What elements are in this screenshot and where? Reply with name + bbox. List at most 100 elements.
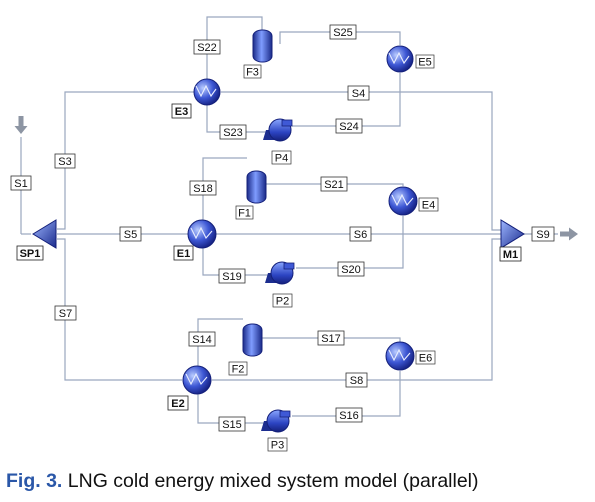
stream-line-s20 (296, 216, 404, 269)
unit-label-p3-box (267, 437, 288, 452)
stream-label-s21[interactable]: S21 (320, 176, 348, 192)
stream-label-s4-text: S4 (352, 88, 365, 100)
unit-label-e5-box (415, 54, 435, 69)
stream-lines (20, 16, 558, 424)
stream-label-s17-text: S17 (321, 333, 341, 345)
stream-line-s14 (197, 318, 243, 366)
mixer-m1[interactable] (500, 219, 525, 249)
stream-label-s19-text: S19 (222, 271, 242, 283)
stream-label-s1-text: S1 (14, 178, 27, 190)
process-flow-diagram: S1 S3 S4 S5 S6 S7 S8 S9 (10, 16, 578, 452)
unit-labels: SP1 M1 E3 E1 E2 E5 E4 E6 F3 F1 F2 P4 P2 … (16, 54, 522, 452)
unit-label-f1: F1 (238, 208, 251, 220)
stream-label-s23[interactable]: S23 (219, 124, 247, 140)
unit-label-e2-box (167, 395, 189, 411)
heat-exchanger-e6[interactable] (385, 341, 415, 371)
unit-label-f3-box (243, 64, 262, 79)
pump-p4[interactable] (263, 118, 293, 142)
stream-label-s9[interactable]: S9 (531, 226, 555, 242)
stream-label-s21-text: S21 (324, 179, 344, 191)
heat-exchanger-e1[interactable] (187, 219, 217, 249)
stream-label-s24[interactable]: S24 (335, 118, 363, 134)
stream-label-s22-text: S22 (197, 42, 217, 54)
stream-label-s8-text: S8 (350, 375, 363, 387)
heat-exchanger-e3[interactable] (193, 78, 221, 106)
unit-label-e1-box (173, 245, 194, 261)
stream-label-s7-text: S7 (59, 308, 72, 320)
stream-label-s3[interactable]: S3 (54, 153, 76, 169)
stream-label-s18-text: S18 (193, 183, 213, 195)
figure-caption-label: Fig. 3. (6, 470, 63, 492)
unit-label-e5: E5 (418, 57, 431, 69)
stream-line-s21 (266, 183, 404, 186)
stream-label-s23-text: S23 (223, 127, 243, 139)
stream-line-s16 (292, 371, 401, 417)
stream-line-s19 (202, 247, 268, 276)
stream-label-s8[interactable]: S8 (345, 372, 368, 388)
vessel-f2[interactable] (242, 323, 263, 357)
product-outlet-arrow-icon (560, 227, 578, 241)
stream-line-s4 (221, 91, 501, 231)
stream-line-s17 (262, 337, 401, 342)
unit-label-p3: P3 (271, 440, 284, 452)
stream-labels: S1 S3 S4 S5 S6 S7 S8 S9 (10, 24, 555, 432)
vessel-f1[interactable] (246, 170, 267, 204)
stream-label-s25-text: S25 (333, 27, 353, 39)
unit-label-f2-box (228, 361, 248, 376)
feed-inlet-arrow-icon (14, 116, 28, 134)
stream-label-s16-text: S16 (339, 410, 359, 422)
unit-label-p4: P4 (275, 153, 288, 165)
stream-label-s5[interactable]: S5 (119, 226, 142, 242)
unit-label-e2: E2 (171, 398, 184, 410)
stream-label-s5-text: S5 (124, 229, 137, 241)
unit-label-sp1-box (16, 245, 44, 261)
unit-label-sp1: SP1 (20, 248, 41, 260)
unit-label-e6-box (415, 350, 436, 365)
stream-line-s24 (292, 73, 401, 127)
stream-label-s20[interactable]: S20 (337, 261, 365, 277)
unit-label-p2-box (272, 293, 293, 308)
stream-label-s24-text: S24 (339, 121, 359, 133)
pump-p2[interactable] (265, 261, 295, 285)
stream-label-s14-text: S14 (192, 334, 212, 346)
unit-label-f3: F3 (246, 67, 259, 79)
stream-label-s15[interactable]: S15 (218, 416, 246, 432)
stream-label-s20-text: S20 (341, 264, 361, 276)
stream-line-s18 (202, 157, 247, 220)
stream-label-s15-text: S15 (222, 419, 242, 431)
figure-caption-text: LNG cold energy mixed system model (para… (62, 470, 479, 492)
heat-exchanger-e4[interactable] (388, 186, 418, 216)
vessel-f3[interactable] (252, 29, 273, 63)
unit-label-f1-box (235, 205, 254, 220)
stream-label-s6-text: S6 (354, 229, 367, 241)
stream-label-s19[interactable]: S19 (218, 268, 246, 284)
heat-exchanger-e2[interactable] (182, 365, 212, 395)
unit-label-f2: F2 (232, 364, 245, 376)
stream-label-s6[interactable]: S6 (349, 226, 372, 242)
stream-label-s22[interactable]: S22 (193, 39, 221, 55)
stream-label-s17[interactable]: S17 (317, 330, 345, 346)
unit-label-e3-box (171, 103, 192, 119)
unit-label-e4: E4 (422, 200, 435, 212)
unit-label-e4-box (418, 197, 439, 212)
heat-exchanger-e5[interactable] (386, 45, 414, 73)
unit-label-m1: M1 (503, 249, 518, 261)
stream-label-s9-text: S9 (536, 229, 549, 241)
unit-label-p2: P2 (276, 296, 289, 308)
unit-label-e1: E1 (177, 248, 190, 260)
unit-label-p4-box (271, 150, 292, 165)
stream-label-s16[interactable]: S16 (335, 407, 363, 423)
stream-label-s1[interactable]: S1 (10, 175, 32, 191)
stream-label-s25[interactable]: S25 (329, 24, 357, 40)
stream-line-s8 (212, 238, 501, 381)
pump-p3[interactable] (261, 409, 291, 433)
unit-label-m1-box (499, 246, 522, 262)
stream-label-s7[interactable]: S7 (54, 305, 77, 321)
splitter-sp1[interactable] (32, 219, 57, 249)
unit-label-e6: E6 (419, 353, 432, 365)
stream-label-s4[interactable]: S4 (347, 85, 370, 101)
unit-label-e3: E3 (175, 106, 188, 118)
figure-caption: Fig. 3. LNG cold energy mixed system mod… (6, 470, 479, 493)
stream-label-s18[interactable]: S18 (189, 180, 217, 196)
stream-label-s14[interactable]: S14 (188, 331, 216, 347)
